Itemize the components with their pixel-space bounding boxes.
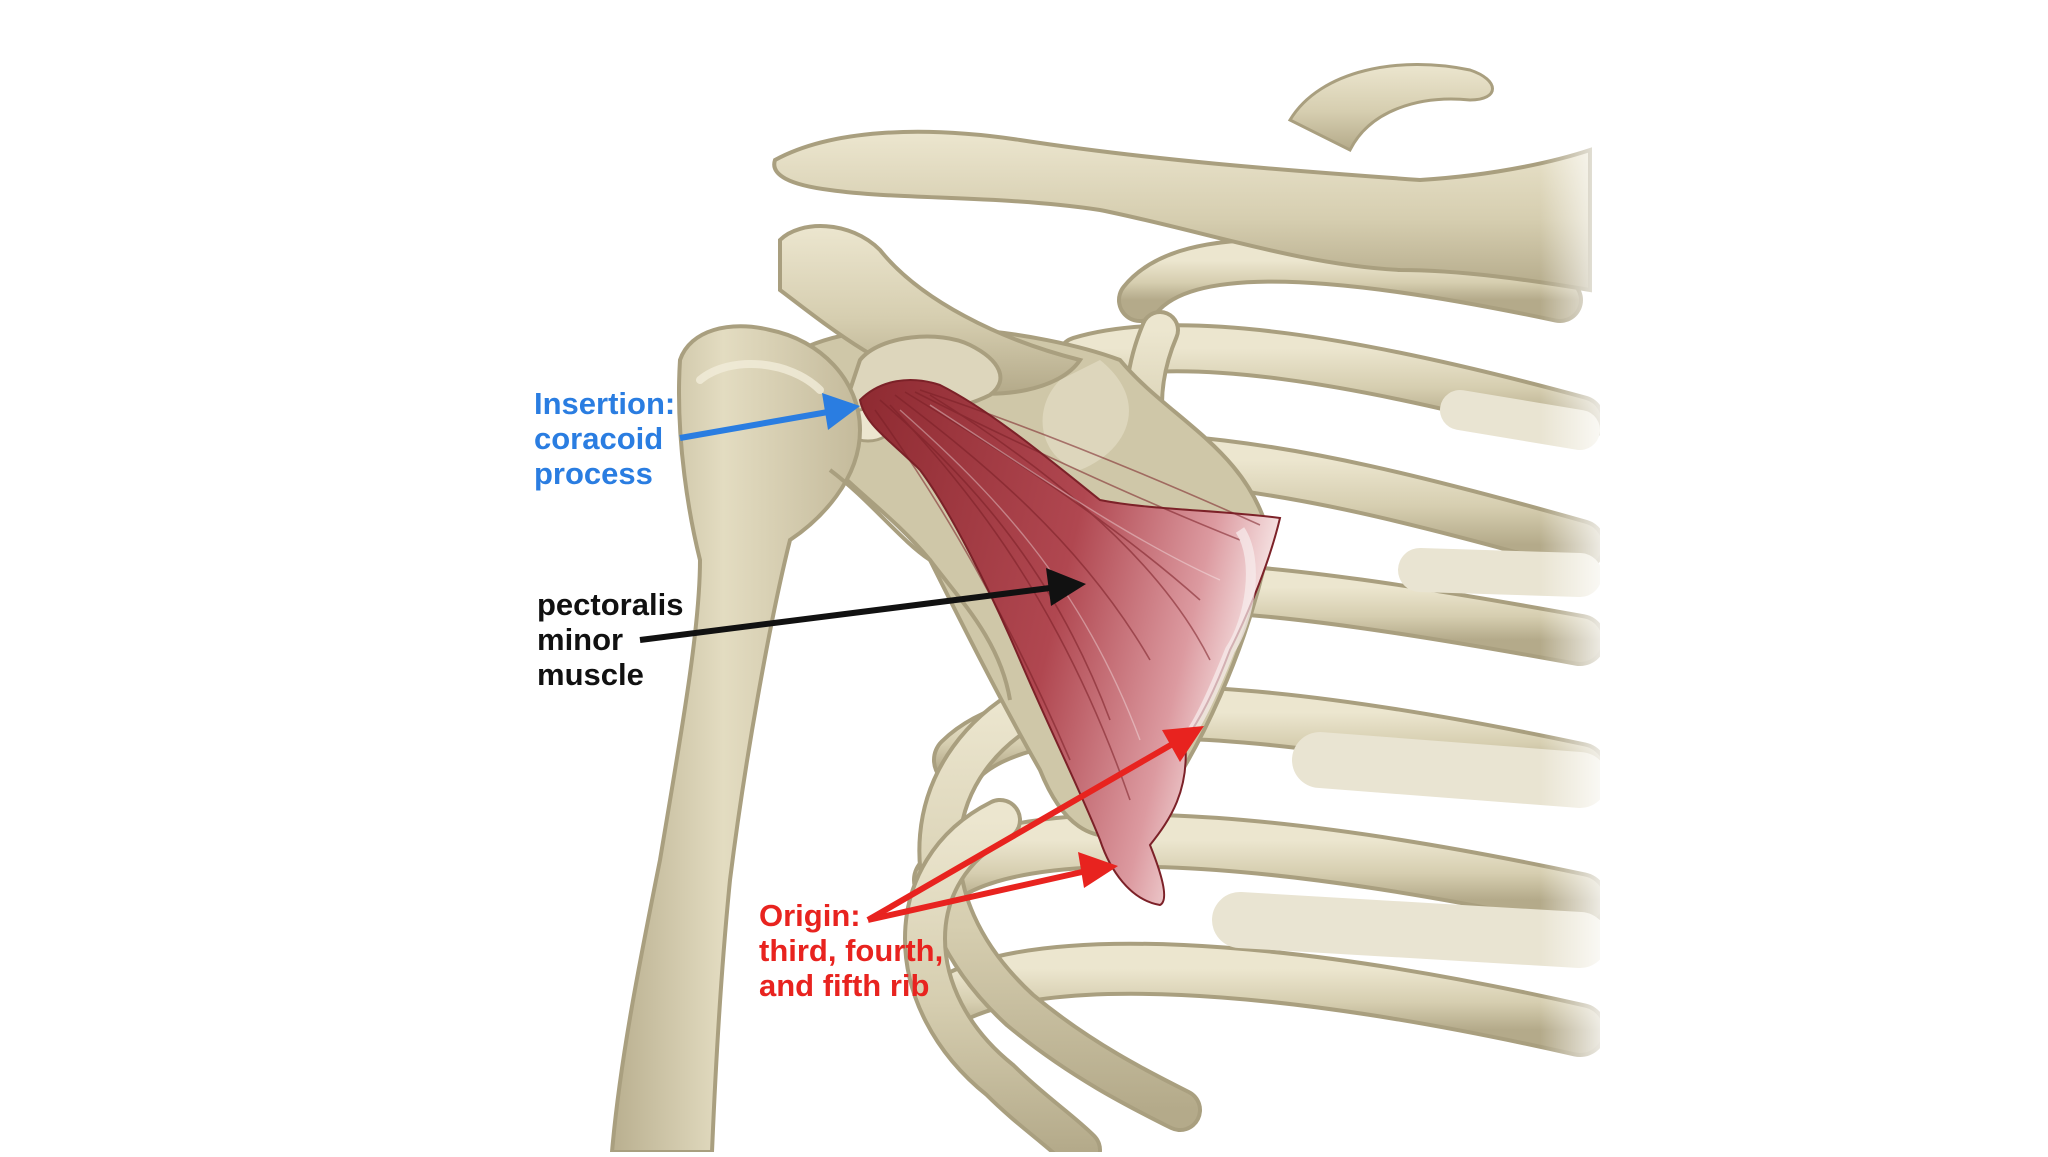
muscle-label: pectoralis minor muscle bbox=[537, 587, 683, 692]
muscle-label-line-2: minor bbox=[537, 622, 624, 657]
insertion-label-line-1: Insertion: bbox=[534, 386, 676, 421]
right-margin bbox=[1600, 0, 2048, 1152]
origin-label-line-1: Origin: bbox=[759, 898, 861, 933]
pectoralis-minor-muscle bbox=[858, 379, 1282, 907]
origin-arrow-lower bbox=[867, 852, 1118, 923]
scapula-lateral-border bbox=[828, 468, 1012, 701]
insertion-label-line-3: process bbox=[534, 456, 653, 491]
origin-label-line-3: and fifth rib bbox=[759, 968, 930, 1003]
muscle-label-line-3: muscle bbox=[537, 657, 644, 692]
muscle-arrow bbox=[639, 568, 1086, 643]
leader-arrows bbox=[639, 393, 1204, 923]
muscle-label-line-1: pectoralis bbox=[537, 587, 684, 622]
insertion-arrow bbox=[679, 393, 860, 441]
origin-arrow-upper bbox=[866, 726, 1204, 923]
clavicle bbox=[772, 62, 1592, 293]
insertion-label: Insertion: coracoid process bbox=[534, 386, 675, 491]
origin-label-line-2: third, fourth, bbox=[759, 933, 944, 968]
insertion-label-line-2: coracoid bbox=[534, 421, 664, 456]
origin-label: Origin: third, fourth, and fifth rib bbox=[759, 898, 943, 1003]
